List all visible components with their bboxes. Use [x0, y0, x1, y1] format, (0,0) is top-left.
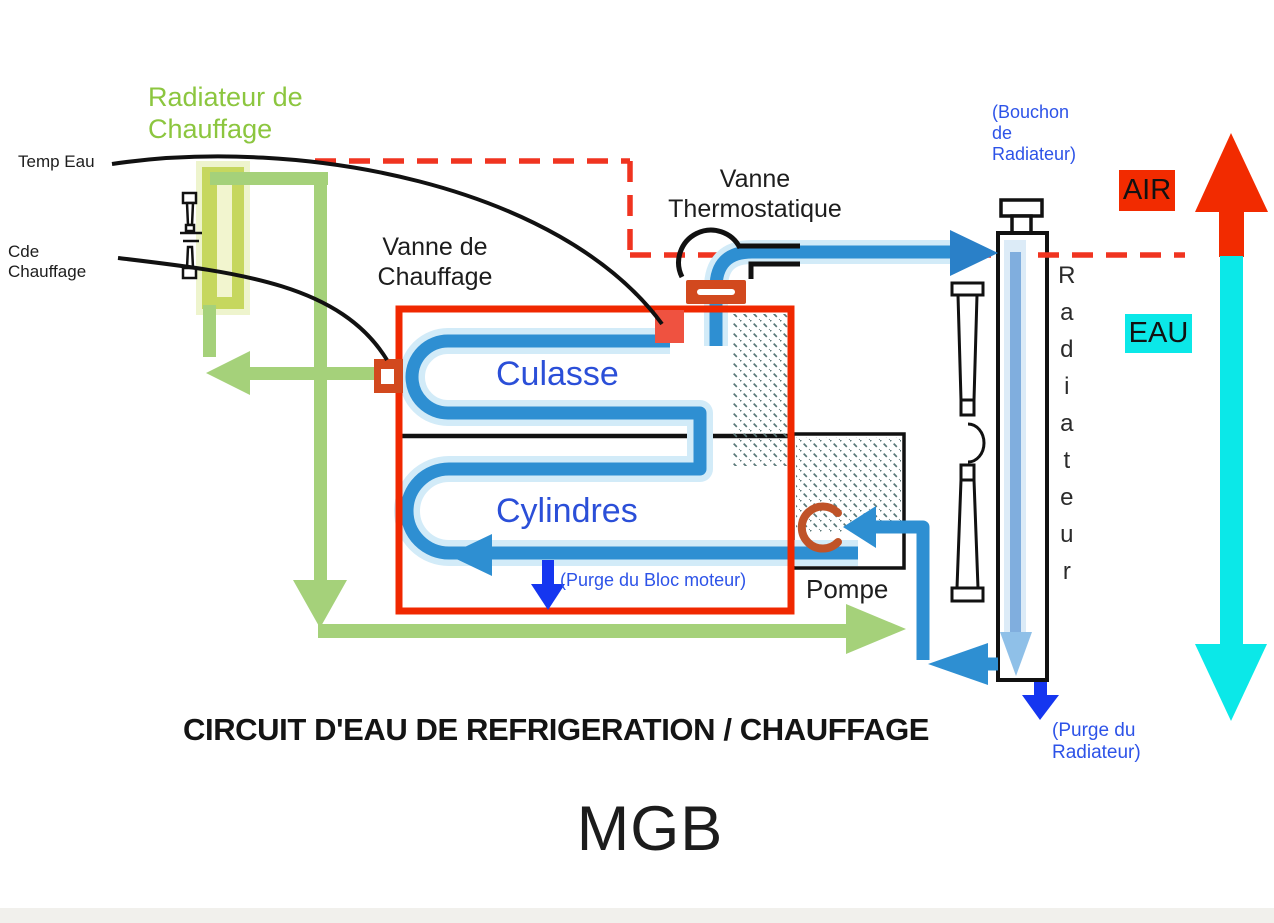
air-up-arrow	[1195, 133, 1268, 257]
engine-coolant-path	[400, 334, 858, 560]
heater-circuit-pipes	[203, 172, 906, 654]
radiator-cap-label: (Bouchon de Radiateur)	[992, 102, 1077, 165]
flow-arrow-from-radiator	[928, 643, 988, 685]
heater-valve-icon	[374, 359, 403, 393]
diagram-title: CIRCUIT D'EAU DE REFRIGERATION / CHAUFFA…	[183, 712, 930, 747]
flow-arrow-into-radiator	[950, 230, 998, 276]
temp-sensor	[655, 310, 684, 343]
engine-hatch	[733, 314, 789, 466]
temp-eau-leader-line	[111, 154, 664, 326]
heater-core	[196, 161, 250, 315]
radiator-return-pipe	[872, 520, 930, 660]
bottom-strip	[0, 908, 1274, 923]
flow-arrow-into-pump	[843, 506, 876, 548]
thermostat-icon	[686, 280, 746, 304]
heater-valve-label: Vanne de Chauffage	[377, 233, 493, 291]
water-down-arrow	[1195, 256, 1267, 721]
radiator-drain-label: (Purge du Radiateur)	[1052, 720, 1141, 764]
flow-arrow-cylinders	[448, 534, 492, 576]
temp-eau-label: Temp Eau	[18, 152, 95, 171]
radiator-internal-flow	[1000, 240, 1032, 676]
air-tag-text: AIR	[1122, 174, 1172, 206]
thermostatic-valve-label: Vanne Thermostatique	[668, 165, 842, 223]
coolant-pipes	[394, 240, 998, 671]
eau-tag: EAU	[1125, 314, 1192, 353]
heater-radiator-label: Radiateur de Chauffage	[148, 82, 303, 144]
cylinders-label: Cylindres	[496, 492, 638, 530]
engine-block-outline	[395, 305, 795, 615]
cde-chauffage-label: Cde Chauffage	[8, 242, 87, 282]
cde-chauffage-leader-line	[117, 256, 389, 362]
engine-fan-icon	[950, 281, 986, 603]
heater-fan-icon	[180, 191, 202, 280]
radiator-drain-arrow	[1022, 682, 1059, 720]
pump-impeller-icon	[797, 502, 842, 553]
eau-tag-text: EAU	[1128, 317, 1189, 349]
engine-drain-label: (Purge du Bloc moteur)	[560, 570, 747, 590]
engine-drain-arrow	[531, 560, 565, 610]
radiator-label: Radiateur	[1053, 262, 1081, 595]
thermostat-housing-sketch	[676, 227, 800, 279]
cylinder-head-label: Culasse	[496, 355, 619, 393]
pump-label: Pompe	[806, 574, 889, 604]
diagram-subtitle: MGB	[576, 794, 724, 864]
air-tag: AIR	[1119, 170, 1175, 211]
pump-housing-hatch	[796, 437, 901, 533]
